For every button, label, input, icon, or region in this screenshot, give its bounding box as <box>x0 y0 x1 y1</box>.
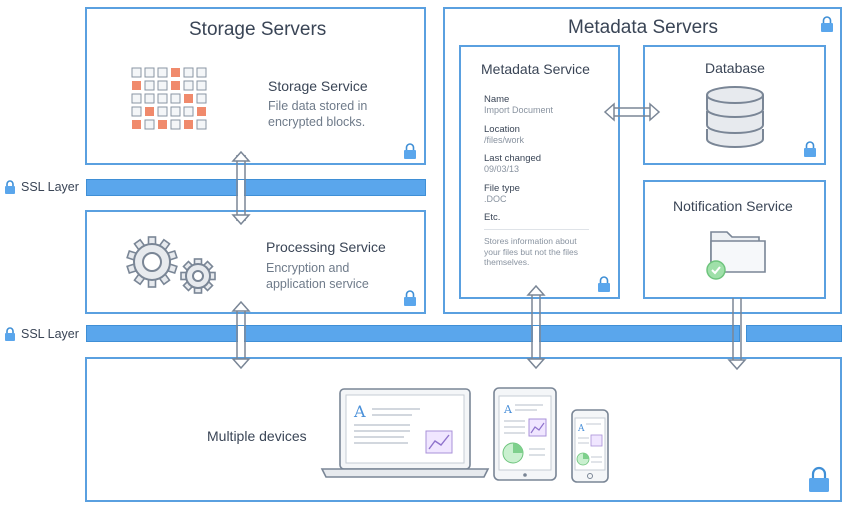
block-square <box>196 80 207 91</box>
processing-service-title: Processing Service <box>266 239 386 255</box>
note-line: Stores information about <box>484 236 577 246</box>
block-square <box>157 106 168 117</box>
block-square <box>131 106 142 117</box>
gear-icon <box>126 236 216 294</box>
metadata-field-name: Name Import Document <box>484 94 553 115</box>
ssl-bar-top <box>86 179 426 196</box>
metadata-field-location: Location /files/work <box>484 124 524 145</box>
block-square <box>170 119 181 130</box>
processing-service-desc-1: Encryption and <box>266 261 350 275</box>
block-square <box>132 81 141 90</box>
metadata-servers-title: Metadata Servers <box>568 17 718 38</box>
processing-service-desc-2: application service <box>266 277 369 291</box>
block-square <box>131 67 142 78</box>
metadata-field-last-changed: Last changed 09/03/13 <box>484 153 541 174</box>
tablet-icon: A <box>493 387 557 481</box>
ssl-label: SSL Layer <box>21 180 79 194</box>
block-square <box>196 67 207 78</box>
field-key: Etc. <box>484 212 501 223</box>
block-square <box>183 80 194 91</box>
svg-text:A: A <box>353 402 366 421</box>
arrow-processing-devices <box>231 300 251 370</box>
notification-title: Notification Service <box>673 198 793 214</box>
lock-icon <box>404 290 416 306</box>
block-square <box>144 80 155 91</box>
block-square <box>171 68 180 77</box>
encrypted-blocks-icon <box>131 67 207 130</box>
laptop-icon: A <box>320 388 490 478</box>
metadata-service-box: Metadata Service Name Import Document Lo… <box>459 45 620 299</box>
block-square <box>184 120 193 129</box>
storage-servers-title: Storage Servers <box>189 19 327 40</box>
block-square <box>196 93 207 104</box>
ssl-bar-bottom-left <box>86 325 740 342</box>
arrow-notification-devices <box>727 298 747 371</box>
arrow-storage-processing <box>231 150 251 226</box>
note-line: your files but not the files <box>484 246 579 257</box>
lock-icon <box>804 141 816 157</box>
arrow-metadata-devices <box>526 284 546 370</box>
block-square <box>170 93 181 104</box>
svg-text:A: A <box>577 424 585 434</box>
field-key: File type <box>484 183 520 194</box>
lock-icon <box>598 276 610 292</box>
storage-service-desc-1: File data stored in <box>268 99 368 113</box>
storage-service-title: Storage Service <box>268 78 368 94</box>
lock-icon <box>5 180 15 194</box>
check-icon <box>706 260 726 280</box>
block-square <box>183 106 194 117</box>
block-square <box>131 93 142 104</box>
block-square <box>144 93 155 104</box>
lock-icon <box>809 466 829 492</box>
block-square <box>144 67 155 78</box>
note-line: themselves. <box>484 257 530 267</box>
field-key: Name <box>484 94 510 105</box>
block-square <box>171 81 180 90</box>
phone-icon: A <box>571 409 609 483</box>
database-box: Database <box>643 45 826 165</box>
block-square <box>145 107 154 116</box>
block-square <box>157 80 168 91</box>
field-key: Last changed <box>484 153 542 164</box>
block-square <box>183 67 194 78</box>
block-square <box>184 94 193 103</box>
metadata-divider <box>484 229 589 230</box>
ssl-bar-bottom-right <box>746 325 842 342</box>
block-square <box>158 120 167 129</box>
lock-icon <box>5 327 15 341</box>
block-square <box>157 93 168 104</box>
block-square <box>196 119 207 130</box>
field-key: Location <box>484 124 520 135</box>
processing-box: Processing Service Encryption and applic… <box>85 210 426 314</box>
arrow-metadata-database <box>603 102 661 122</box>
metadata-field-file-type: File type .DOC <box>484 183 520 204</box>
storage-servers-box: Storage Servers Storage Service File dat… <box>85 7 426 165</box>
block-square <box>157 67 168 78</box>
folder-icon <box>706 231 766 280</box>
database-icon <box>706 86 764 148</box>
ssl-label: SSL Layer <box>21 327 79 341</box>
database-title: Database <box>705 60 765 76</box>
field-value: .DOC <box>484 194 507 204</box>
svg-text:A: A <box>503 403 513 416</box>
metadata-note: Stores information about your files but … <box>484 236 578 268</box>
field-value: 09/03/13 <box>484 164 520 174</box>
field-value: /files/work <box>484 135 525 145</box>
metadata-field-etc: Etc. <box>484 212 500 223</box>
lock-icon <box>821 16 833 32</box>
lock-icon <box>404 143 416 159</box>
devices-box: Multiple devices A A A <box>85 357 842 502</box>
devices-label: Multiple devices <box>207 428 307 444</box>
block-square <box>197 107 206 116</box>
block-square <box>144 119 155 130</box>
metadata-service-title: Metadata Service <box>481 61 590 77</box>
block-square <box>132 120 141 129</box>
notification-box: Notification Service <box>643 180 826 299</box>
block-square <box>170 106 181 117</box>
field-value: Import Document <box>484 105 554 115</box>
storage-service-desc-2: encrypted blocks. <box>268 115 366 129</box>
